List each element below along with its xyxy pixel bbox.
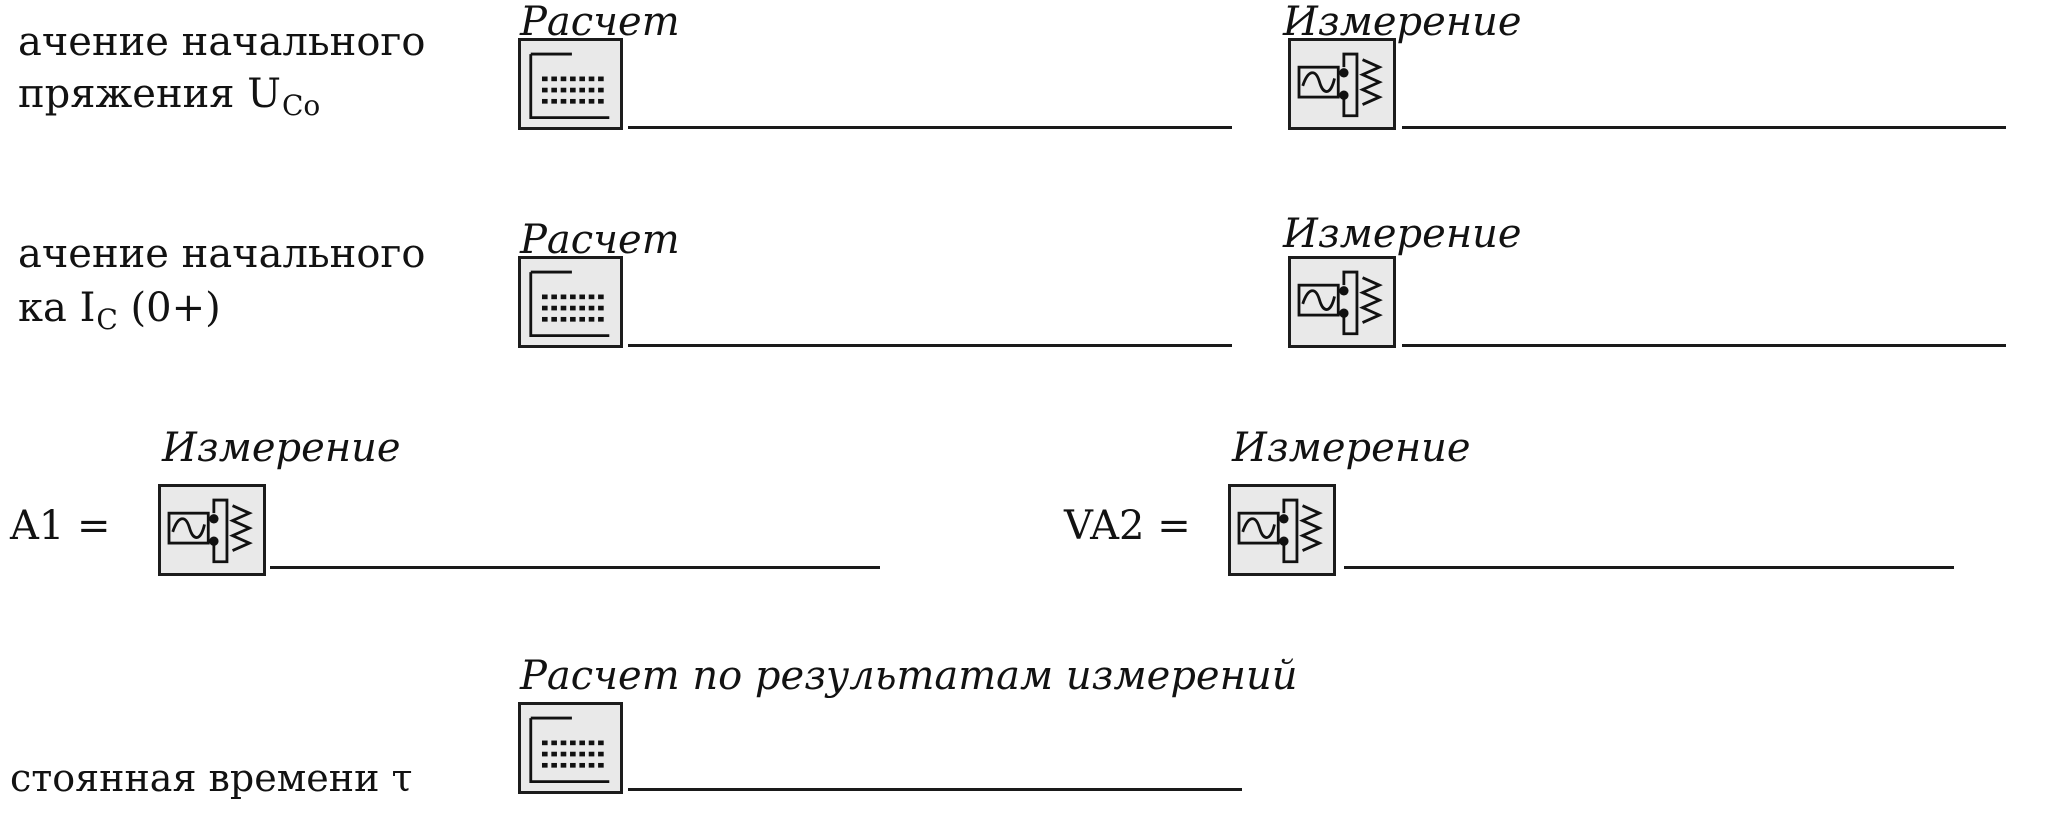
oscilloscope-meter-icon-graphic bbox=[1237, 498, 1323, 564]
initial-current-label-line1: ачение начального bbox=[18, 231, 426, 277]
initial-voltage-label-line2: пряжения UCo bbox=[18, 68, 320, 132]
initial-current-suffix: (0+) bbox=[117, 285, 221, 331]
row4-calc-header: Расчет по результатам измерений bbox=[520, 653, 1298, 699]
initial-voltage-label-line1: ачение начального bbox=[18, 19, 426, 65]
time-constant-label: стоянная времени τ bbox=[10, 756, 413, 800]
oscilloscope-meter-icon-graphic bbox=[1297, 52, 1383, 118]
va1-answer-line[interactable] bbox=[270, 566, 880, 569]
va2-answer-line[interactable] bbox=[1344, 566, 1954, 569]
row1-meas-answer-line[interactable] bbox=[1402, 126, 2006, 129]
oscilloscope-meter-icon[interactable] bbox=[1288, 38, 1396, 130]
calculator-icon[interactable] bbox=[518, 702, 623, 794]
row2-calc-header: Расчет bbox=[520, 217, 680, 263]
row1-meas-header: Измерение bbox=[1283, 0, 1522, 45]
initial-current-label-text: ка I bbox=[18, 285, 96, 331]
calculator-icon-graphic bbox=[529, 716, 610, 784]
initial-current-label-line2: ка IC (0+) bbox=[18, 282, 221, 346]
calculator-icon[interactable] bbox=[518, 38, 623, 130]
row1-calc-answer-line[interactable] bbox=[628, 126, 1232, 129]
va1-label: A1 = bbox=[10, 503, 111, 549]
oscilloscope-meter-icon[interactable] bbox=[1288, 256, 1396, 348]
oscilloscope-meter-icon[interactable] bbox=[158, 484, 266, 576]
oscilloscope-meter-icon-graphic bbox=[167, 498, 253, 564]
va2-meas-header: Измерение bbox=[1232, 425, 1471, 471]
row2-meas-answer-line[interactable] bbox=[1402, 344, 2006, 347]
initial-voltage-label-text: пряжения U bbox=[18, 71, 281, 117]
va1-meas-header: Измерение bbox=[162, 425, 401, 471]
va2-label: VA2 = bbox=[1064, 503, 1191, 549]
calculator-icon[interactable] bbox=[518, 256, 623, 348]
calculator-icon-graphic bbox=[529, 52, 610, 120]
calculator-icon-graphic bbox=[529, 270, 610, 338]
row2-meas-header: Измерение bbox=[1283, 211, 1522, 257]
row2-calc-answer-line[interactable] bbox=[628, 344, 1232, 347]
row1-calc-header: Расчет bbox=[520, 0, 680, 45]
oscilloscope-meter-icon[interactable] bbox=[1228, 484, 1336, 576]
initial-current-subscript: C bbox=[96, 303, 118, 336]
initial-voltage-subscript: Co bbox=[281, 89, 321, 122]
row4-calc-answer-line[interactable] bbox=[628, 788, 1242, 791]
oscilloscope-meter-icon-graphic bbox=[1297, 270, 1383, 336]
